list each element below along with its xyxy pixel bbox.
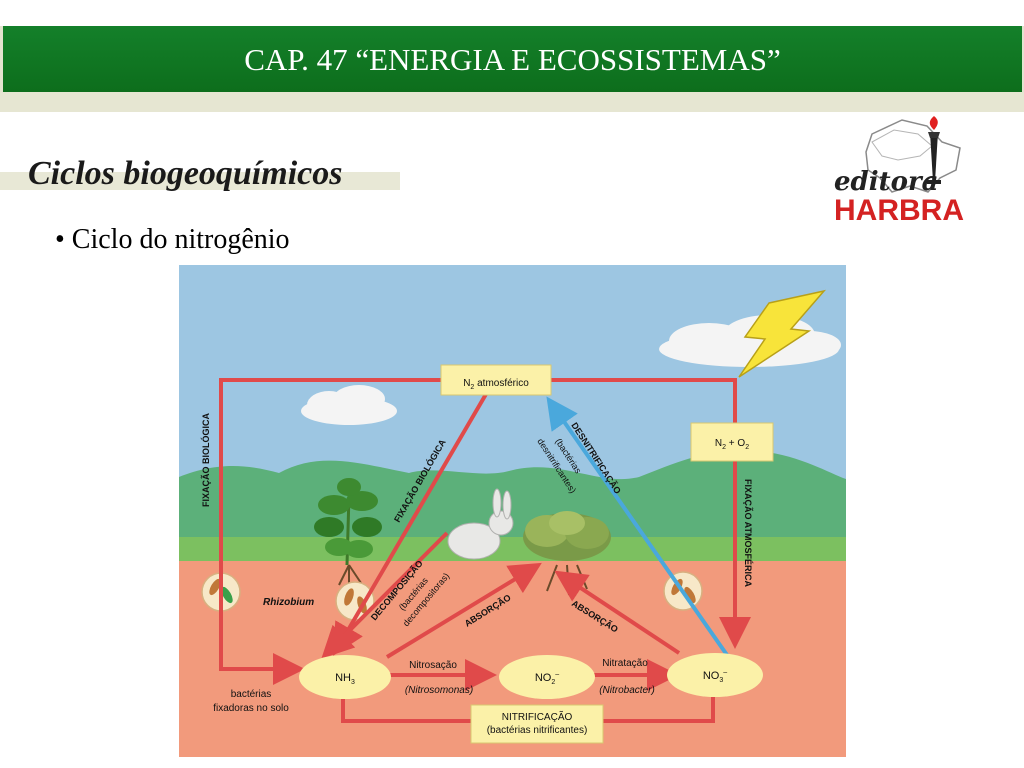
arrow-n2-to-right — [550, 378, 751, 649]
lightning-bolt — [738, 289, 827, 378]
title-bar: CAP. 47 “ENERGIA E ECOSSISTEMAS” — [3, 26, 1022, 92]
n2-o2-box — [690, 422, 774, 462]
bean-plant — [314, 478, 382, 589]
nitrificacao-sub-label: (bactérias nitrificantes) — [487, 725, 588, 736]
subtitle-band — [0, 92, 1024, 112]
label-fixacao-biologica-left: FIXAÇÃO BIOLÓGICA — [200, 413, 211, 507]
arrow-decomposicao — [321, 531, 449, 659]
section-title: Ciclos biogeoquímicos — [28, 155, 343, 192]
page-title: CAP. 47 “ENERGIA E ECOSSISTEMAS” — [244, 42, 781, 77]
svg-text:N2 atmosférico: N2 atmosférico — [463, 378, 529, 391]
nh3-node — [299, 655, 391, 699]
nitrificacao-label: NITRIFICAÇÃO — [502, 710, 573, 723]
label-nitratacao: Nitratação — [602, 658, 648, 669]
label-nitrosacao: Nitrosação — [409, 660, 457, 671]
arrow-n2-to-left — [219, 378, 441, 685]
label-nitrosomonas: (Nitrosomonas) — [405, 685, 473, 696]
bullet-item: • Ciclo do nitrogênio — [55, 224, 290, 255]
harbra-logo: editora HARBRA — [834, 116, 964, 227]
label-nitrobacter: (Nitrobacter) — [599, 685, 655, 696]
arrow-absorcao-1 — [385, 562, 542, 659]
label-bacterias: bactérias — [231, 689, 272, 700]
nitrificacao-box — [470, 704, 604, 744]
svg-text:NH3: NH3 — [335, 672, 355, 686]
section-title-underline — [0, 172, 400, 190]
logo-brand-text: HARBRA — [834, 194, 964, 227]
rabbit — [447, 488, 514, 560]
arrow-desnitrificacao — [546, 396, 729, 657]
arrow-fixacao-diagonal — [332, 387, 491, 656]
n2-atmospheric-box — [440, 364, 552, 396]
lettuce-plant — [523, 511, 611, 596]
svg-text:NO2–: NO2– — [535, 671, 559, 686]
arrow-absorcao-2 — [554, 570, 681, 655]
nitrogen-cycle-diagram: N2 atmosférico N2 + O2 NITRIFICAÇÃO (bac… — [179, 265, 846, 757]
svg-text:NO3–: NO3– — [703, 669, 727, 684]
cloud-left — [301, 385, 397, 425]
logo-script-text: editora — [834, 167, 939, 197]
no2-node — [499, 655, 595, 699]
n2-label: N — [463, 378, 470, 389]
label-fixacao-atmosferica: FIXAÇÃO ATMOSFÉRICA — [743, 479, 753, 587]
no3-node — [667, 653, 763, 697]
svg-text:N2 + O2: N2 + O2 — [715, 438, 749, 451]
label-rhizobium: Rhizobium — [263, 597, 314, 608]
label-fixadoras-no-solo: fixadoras no solo — [213, 703, 289, 714]
